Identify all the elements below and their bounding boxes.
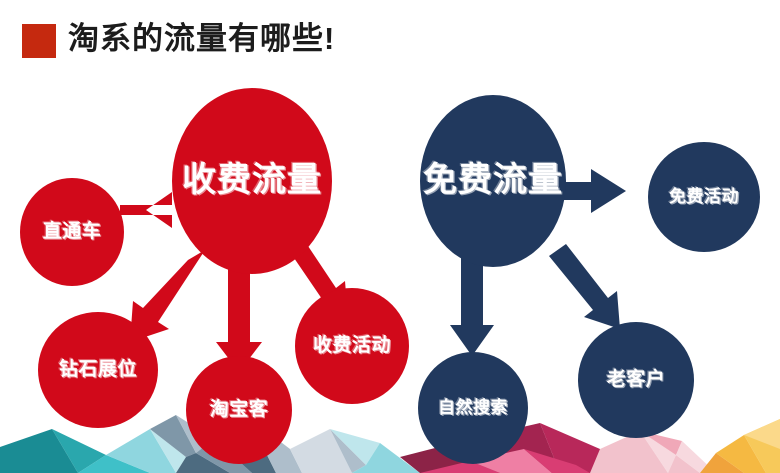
arrow-free-to-returning — [549, 244, 620, 329]
node-label: 收费流量 — [182, 161, 322, 200]
node-paid-event[interactable]: 收费活动 — [295, 288, 409, 404]
node-returning-customer[interactable]: 老客户 — [578, 322, 694, 438]
arrow-free-to-freeevent — [552, 169, 626, 213]
node-label: 免费活动 — [669, 187, 739, 207]
node-free-traffic-hub[interactable]: 免费流量 — [420, 95, 566, 267]
node-label: 老客户 — [606, 369, 666, 391]
node-natural-search[interactable]: 自然搜索 — [418, 352, 528, 464]
node-label: 钻石展位 — [58, 359, 137, 381]
node-zhitongche[interactable]: 直通车 — [20, 178, 124, 286]
arrow-paid-to-zhitongche — [120, 192, 172, 228]
node-diamond-booth[interactable]: 钻石展位 — [38, 312, 158, 428]
node-label: 淘宝客 — [209, 399, 269, 421]
node-label: 直通车 — [42, 221, 102, 243]
node-label: 免费流量 — [423, 161, 563, 200]
arrow-paid-to-taobaoke — [216, 262, 262, 372]
node-taobaoke[interactable]: 淘宝客 — [186, 356, 292, 464]
node-label: 收费活动 — [312, 335, 391, 357]
node-label: 自然搜索 — [438, 398, 508, 418]
node-free-event[interactable]: 免费活动 — [648, 142, 760, 252]
node-paid-traffic-hub[interactable]: 收费流量 — [172, 88, 332, 274]
square-bullet-icon — [22, 24, 56, 58]
arrow-paid-to-diamond — [130, 250, 205, 342]
arrow-free-to-search — [450, 258, 494, 356]
page-title: 淘系的流量有哪些! — [68, 21, 336, 56]
slide-title-bar: 淘系的流量有哪些! — [0, 0, 780, 72]
